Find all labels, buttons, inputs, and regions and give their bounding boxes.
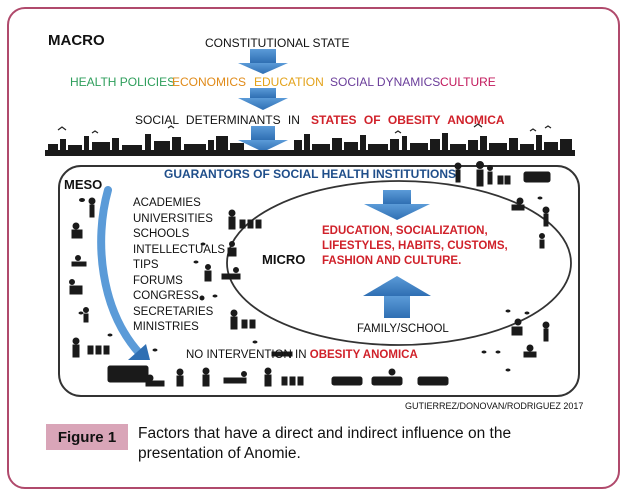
no-intervention-plain: NO INTERVENTION IN	[186, 349, 307, 361]
meso-item-tips: TIPS	[133, 259, 159, 271]
figure-credit: GUTIERREZ/DONOVAN/RODRIGUEZ 2017	[405, 401, 584, 411]
city-skyline-icon	[45, 133, 575, 156]
family-school-label: FAMILY/SCHOOL	[357, 323, 449, 335]
birds-icon	[57, 123, 552, 134]
meso-container	[58, 165, 580, 397]
meso-item-forums: FORUMS	[133, 274, 183, 287]
figure-frame	[7, 7, 620, 489]
guarantors-label: GUARANTORS OF SOCIAL HEALTH INSTITUTIONS	[164, 167, 457, 181]
factor-economics: ECONOMICS	[172, 75, 247, 89]
micro-arrow-down	[364, 190, 430, 220]
meso-label: MESO	[64, 177, 103, 192]
micro-line: LIFESTYLES, HABITS, CUSTOMS,	[322, 240, 508, 252]
micro-line: EDUCATION, SOCIALIZATION,	[322, 225, 488, 237]
factor-culture: CULTURE	[440, 75, 496, 89]
figure-badge: Figure 1	[46, 424, 128, 450]
arrow-down-3	[238, 126, 288, 152]
arrow-down-1	[238, 49, 288, 74]
constitutional-state-label: CONSTITUTIONAL STATE	[205, 36, 350, 50]
figure-caption: Factors that have a direct and indirect …	[138, 425, 512, 462]
meso-item-intellectuals: INTELLECTUALS	[133, 243, 226, 256]
obesity-anomica-states-label: STATES OF OBESITY ANOMICA	[311, 113, 505, 127]
factor-education: EDUCATION	[254, 75, 324, 89]
micro-arrow-up	[363, 276, 431, 318]
social-determinants-label: SOCIAL DETERMINANTS IN	[135, 113, 300, 127]
micro-ellipse	[226, 180, 572, 346]
factor-health-policies: HEALTH POLICIES	[70, 75, 176, 89]
arrow-down-2	[238, 88, 288, 110]
bug-icons	[78, 196, 543, 372]
no-intervention-highlight: OBESITY ANOMICA	[309, 349, 418, 361]
meso-item-congress: CONGRESS	[133, 290, 199, 302]
meso-item-schools: SCHOOLS	[133, 228, 190, 240]
curved-arrow	[97, 186, 150, 360]
meso-item-secretaries: SECRETARIES	[133, 305, 214, 318]
meso-item-ministries: MINISTRIES	[133, 321, 199, 333]
meso-institution-list: ACADEMIES UNIVERSITIES SCHOOLS INTELLECT…	[133, 196, 225, 336]
people-pictograms	[69, 161, 551, 387]
factor-social-dynamics: SOCIAL DYNAMICS	[330, 75, 441, 89]
meso-item-universities: UNIVERSITIES	[133, 212, 213, 225]
micro-label: MICRO	[262, 252, 306, 267]
micro-line: FASHION AND CULTURE.	[322, 255, 462, 267]
meso-item-academies: ACADEMIES	[133, 197, 201, 209]
micro-factors-text: EDUCATION, SOCIALIZATION, LIFESTYLES, HA…	[322, 224, 508, 269]
no-intervention-label: NO INTERVENTION IN OBESITY ANOMICA	[186, 349, 418, 361]
macro-label: MACRO	[48, 32, 105, 49]
